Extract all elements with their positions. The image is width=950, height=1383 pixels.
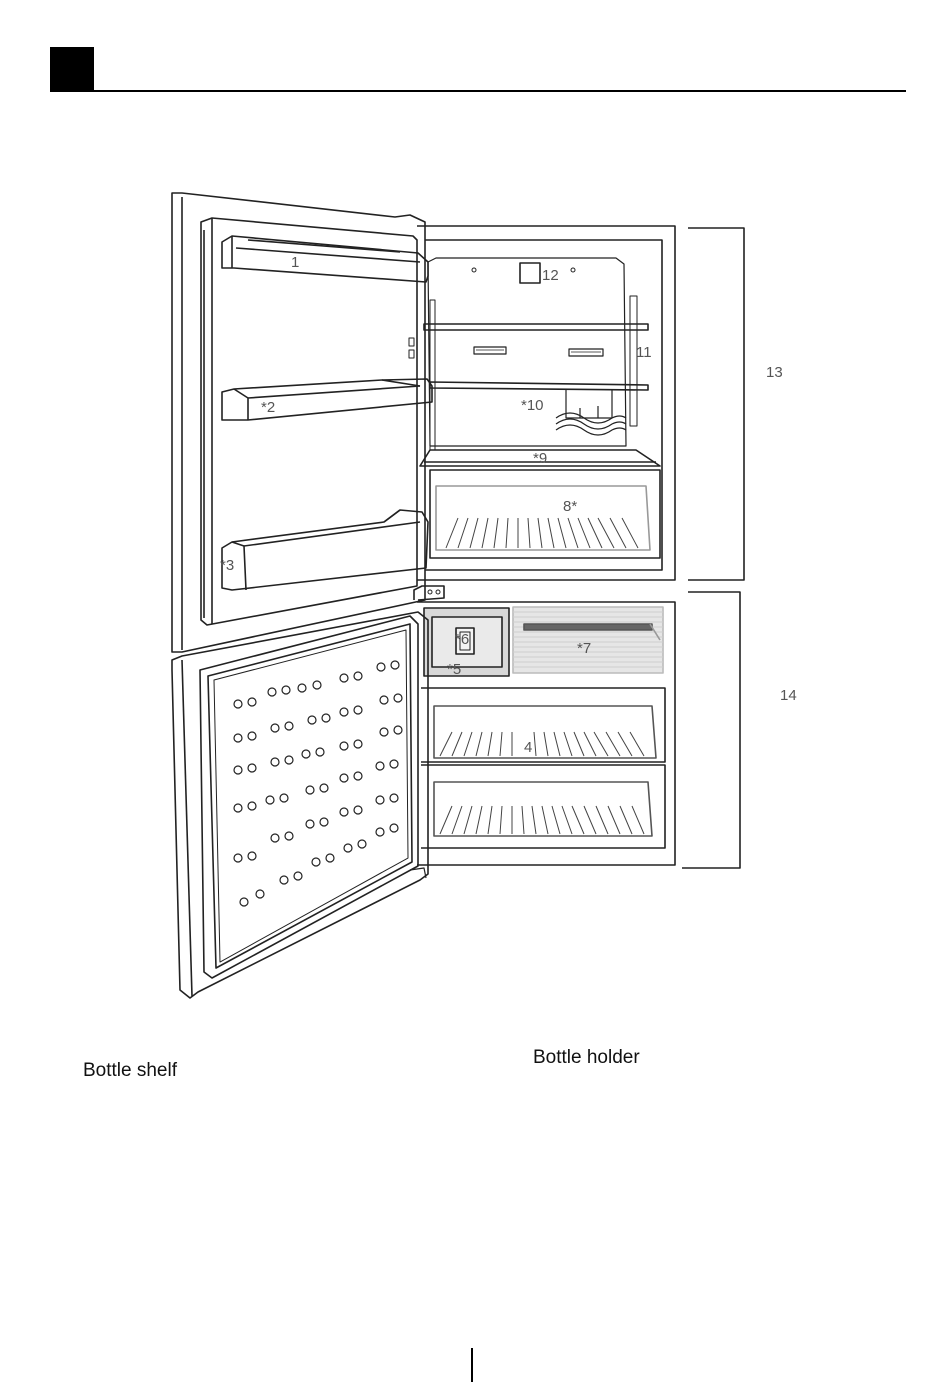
callout-2: *2 bbox=[261, 399, 275, 416]
middle-hinge bbox=[414, 586, 444, 600]
page-marker bbox=[471, 1348, 473, 1382]
callout-3: *3 bbox=[220, 557, 234, 574]
glass-shelf-upper bbox=[424, 324, 648, 356]
caption-bottle-holder: Bottle holder bbox=[533, 1047, 640, 1069]
callout-11: 11 bbox=[636, 344, 652, 361]
caption-bottle-shelf: Bottle shelf bbox=[83, 1060, 177, 1082]
crisper-drawer bbox=[430, 470, 660, 558]
freezer-door-dots bbox=[234, 661, 402, 906]
freezer-bracket bbox=[682, 592, 740, 868]
callout-10: *10 bbox=[521, 397, 544, 414]
callout-4: 4 bbox=[524, 739, 532, 756]
freezer-door bbox=[172, 612, 428, 998]
door-shelf-2 bbox=[222, 379, 432, 420]
callout-5: *5 bbox=[447, 661, 461, 678]
bottle-holder bbox=[556, 390, 626, 435]
callout-8: 8* bbox=[563, 498, 577, 515]
callout-1: 1 bbox=[291, 254, 299, 271]
callout-7: *7 bbox=[577, 640, 591, 657]
fridge-bracket bbox=[688, 228, 744, 580]
freezer-drawer-1 bbox=[434, 706, 656, 758]
freezer-drawer-2 bbox=[434, 782, 652, 836]
door-shelf-1 bbox=[222, 236, 428, 282]
glass-shelf-lower bbox=[430, 382, 648, 390]
callout-9: *9 bbox=[533, 450, 547, 467]
callout-14: 14 bbox=[780, 687, 797, 704]
callout-12: 12 bbox=[542, 267, 559, 284]
callout-13: 13 bbox=[766, 364, 783, 381]
callout-6: *6 bbox=[455, 631, 469, 648]
door-shelf-3-bottle bbox=[222, 510, 428, 590]
